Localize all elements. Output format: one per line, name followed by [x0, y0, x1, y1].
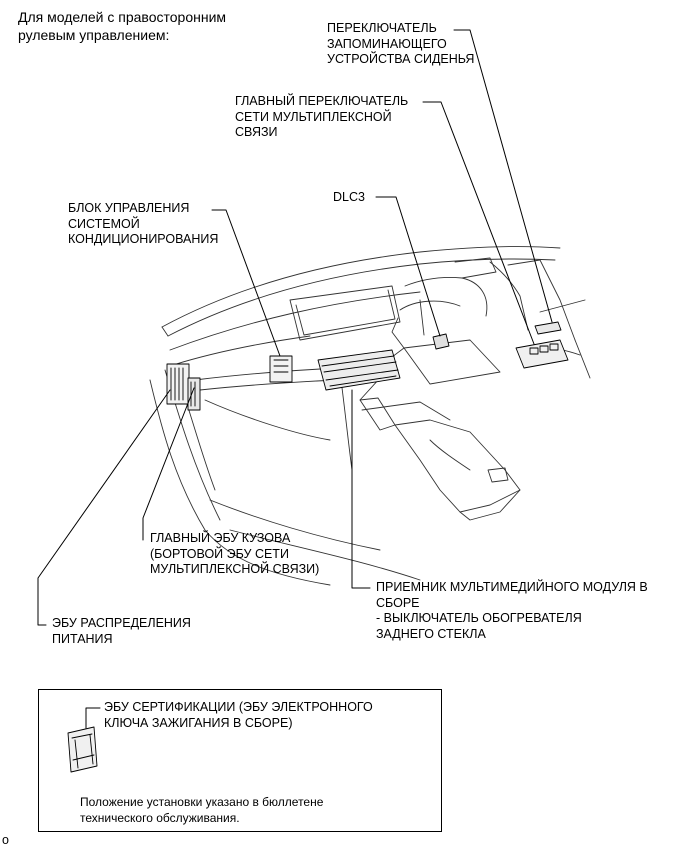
certification-leader	[85, 707, 101, 729]
label-certification-ecu: ЭБУ СЕРТИФИКАЦИИ (ЭБУ ЭЛЕКТРОННОГО КЛЮЧА…	[104, 700, 373, 730]
leader-lines	[37, 29, 553, 626]
label-multiplex-main-switch: ГЛАВНЫЙ ПЕРЕКЛЮЧАТЕЛЬ СЕТИ МУЛЬТИПЛЕКСНО…	[235, 94, 409, 139]
main-body-ecu-part	[187, 377, 201, 411]
label-ac-control: БЛОК УПРАВЛЕНИЯ СИСТЕМОЙ КОНДИЦИОНИРОВАН…	[68, 201, 219, 246]
power-distribution-ecu-part	[166, 363, 190, 405]
multiplex-switch-part	[515, 339, 569, 369]
label-power-distribution-ecu: ЭБУ РАСПРЕДЕЛЕНИЯ ПИТАНИЯ	[52, 616, 191, 646]
label-multimedia-receiver: ПРИЕМНИК МУЛЬТИМЕДИЙНОГО МОДУЛЯ В СБОРЕ …	[376, 580, 648, 641]
label-dlc3: DLC3	[333, 190, 365, 204]
page-title: Для моделей с правосторонним рулевым упр…	[18, 9, 227, 43]
label-main-body-ecu: ГЛАВНЫЙ ЭБУ КУЗОВА (БОРТОВОЙ ЭБУ СЕТИ МУ…	[150, 531, 320, 576]
dlc3-part	[432, 333, 450, 350]
label-seat-memory-switch: ПЕРЕКЛЮЧАТЕЛЬ ЗАПОМИНАЮЩЕГО УСТРОЙСТВА С…	[327, 21, 475, 66]
certification-ecu-part	[67, 726, 98, 773]
inset-note: Положение установки указано в бюллетене …	[80, 795, 324, 825]
ac-control-part	[269, 355, 293, 383]
seat-memory-switch-part	[534, 321, 562, 335]
inset-box	[38, 689, 442, 832]
multimedia-receiver-part	[317, 349, 401, 391]
corner-mark: o	[2, 833, 9, 847]
